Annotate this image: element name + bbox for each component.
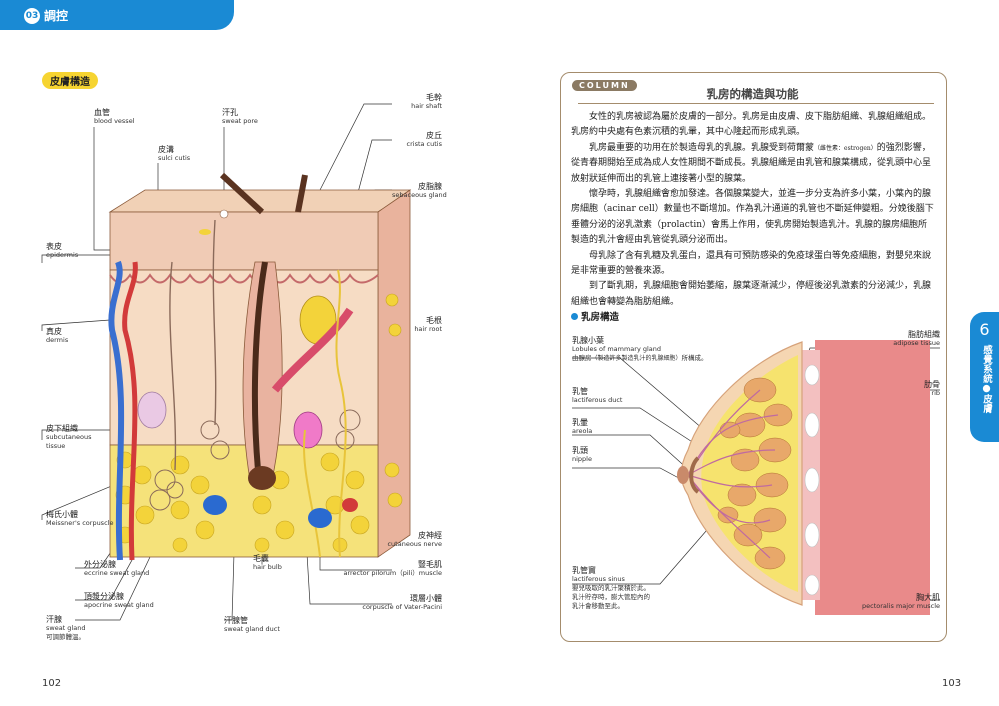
column-body: 女性的乳房被認為屬於皮膚的一部分。乳房是由皮膚、皮下脂肪組織、乳腺組織組成。乳房… [571,110,935,310]
paragraph: 女性的乳房被認為屬於皮膚的一部分。乳房是由皮膚、皮下脂肪組織、乳腺組織組成。乳房… [571,110,935,141]
paragraph: 到了斷乳期，乳腺細胞會開始萎縮，腺葉逐漸減少，停經後泌乳激素的分泌減少，乳腺組織… [571,279,935,310]
paragraph: 乳房最重要的功用在於製造母乳的乳腺。乳腺受到荷爾蒙（雌性素：estrogen）的… [571,141,935,187]
paragraph: 母乳除了含有乳糖及乳蛋白，還具有可預防感染的免疫球蛋白等免疫細胞，對嬰兒來說是非… [571,249,935,280]
page-number-right: 103 [942,678,961,689]
side-tab-text: 感覺系統●皮膚 [978,345,992,413]
column-rule [578,103,934,104]
column-title: 乳房的構造與功能 [560,86,945,102]
bullet-icon [571,313,578,320]
page-number-left: 102 [42,678,61,689]
paragraph: 懷孕時，乳腺組織會愈加發達。各個腺葉變大，並進一步分支為許多小葉，小葉內的腺房細… [571,187,935,249]
side-tab-number: 6 [970,320,999,339]
